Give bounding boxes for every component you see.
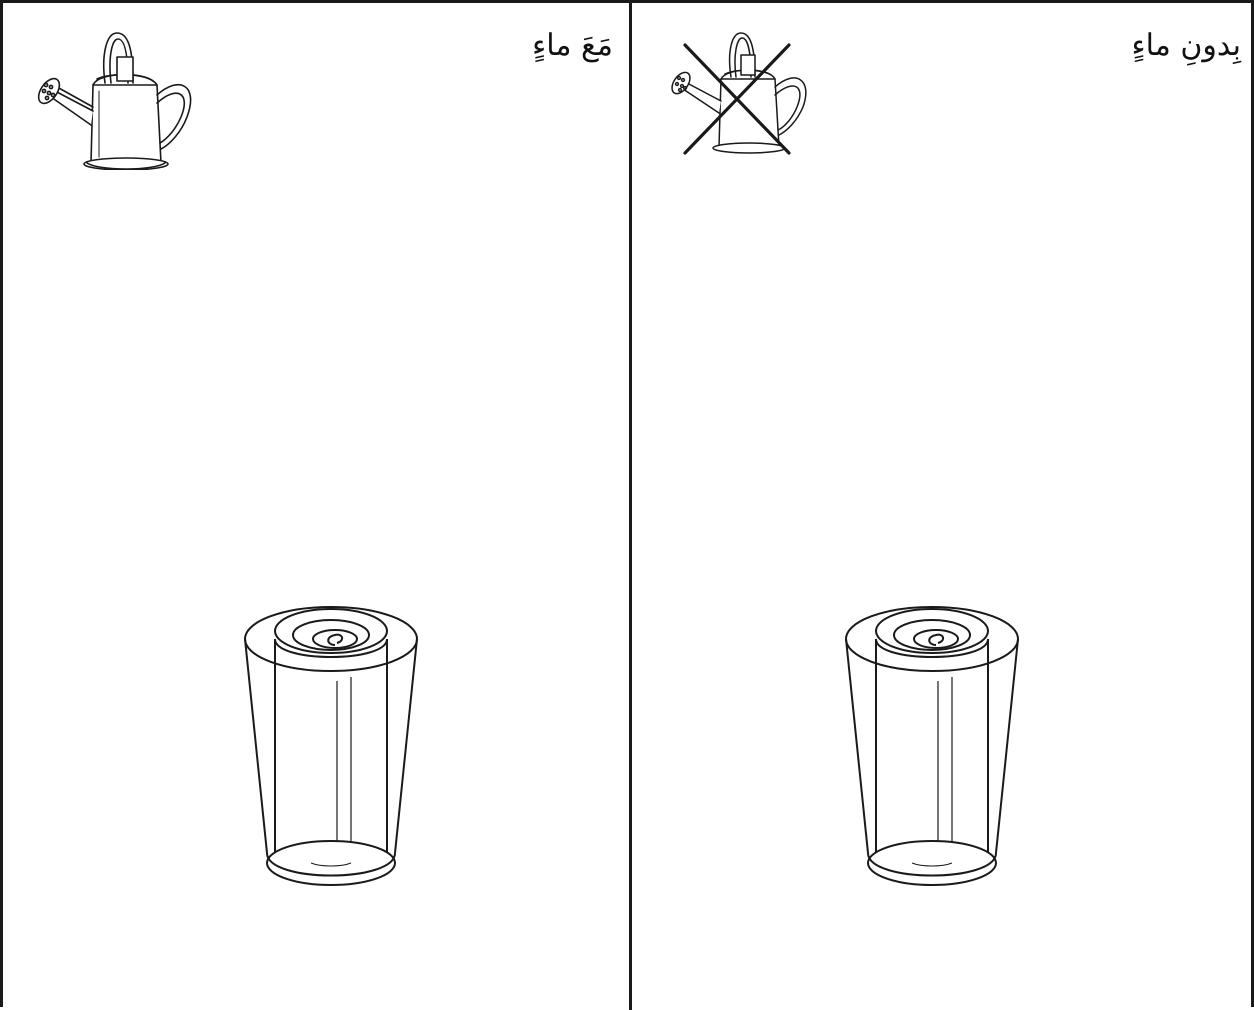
panel-without-water: بِدونِ ماءٍ [632,3,1254,1010]
paper-roll-in-glass [231,601,431,901]
crossed-watering-can-icon [665,25,810,155]
paper-roll-in-glass [832,601,1032,901]
panel-label-with-water: مَعَ ماءٍ [532,31,613,61]
watering-can-icon [29,25,199,170]
panel-label-without-water: بِدونِ ماءٍ [1132,31,1241,61]
panel-with-water: مَعَ ماءٍ [3,3,632,1010]
